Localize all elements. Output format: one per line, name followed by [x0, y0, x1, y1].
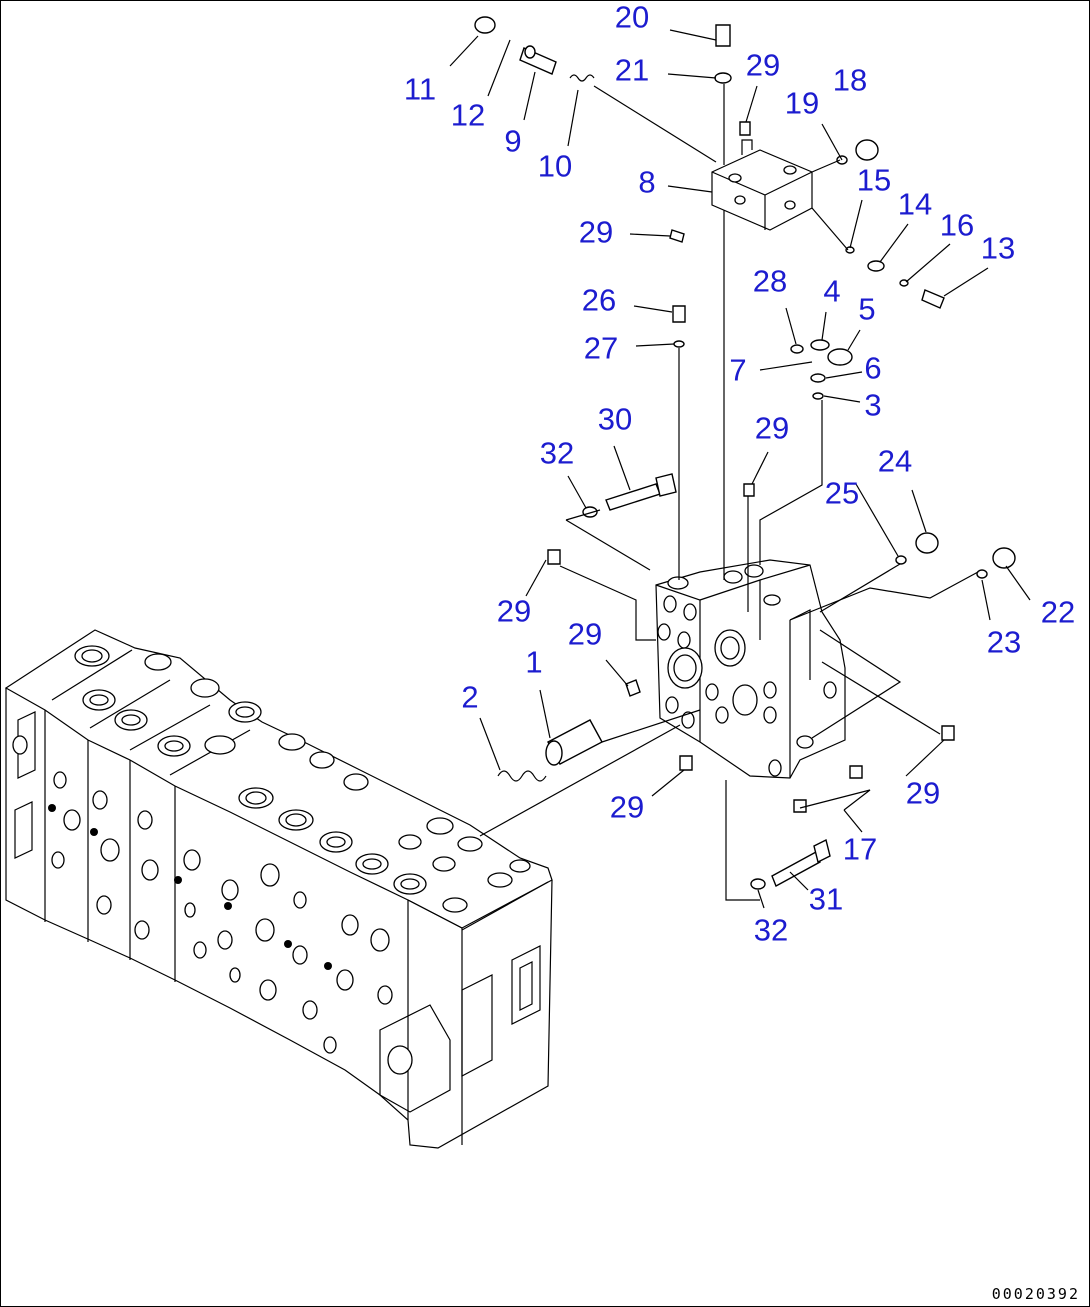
drawing-id: 00020392 [991, 1285, 1080, 1303]
callout-29: 29 [567, 616, 603, 652]
callout-12: 12 [450, 97, 486, 133]
leader-lines [449, 29, 1031, 909]
callout-19: 19 [784, 85, 820, 121]
callout-1: 1 [525, 644, 543, 680]
callout-22: 22 [1040, 594, 1076, 630]
callout-29: 29 [905, 775, 941, 811]
callout-24: 24 [877, 443, 913, 479]
callout-8: 8 [638, 164, 656, 200]
callout-13: 13 [980, 230, 1016, 266]
main-valve-body [4, 629, 553, 1149]
callout-27: 27 [583, 330, 619, 366]
callout-21: 21 [614, 52, 650, 88]
callout-29: 29 [754, 410, 790, 446]
callout-6: 6 [864, 350, 882, 386]
callout-32: 32 [539, 435, 575, 471]
callout-3: 3 [864, 387, 882, 423]
valve-section-block [655, 559, 846, 779]
callout-10: 10 [537, 148, 573, 184]
callout-16: 16 [939, 207, 975, 243]
cover-plate [711, 139, 813, 231]
callout-2: 2 [461, 679, 479, 715]
callout-29: 29 [609, 789, 645, 825]
callout-25: 25 [824, 475, 860, 511]
callout-7: 7 [729, 352, 747, 388]
callout-17: 17 [842, 831, 878, 867]
callout-28: 28 [752, 263, 788, 299]
callout-26: 26 [581, 282, 617, 318]
callout-14: 14 [897, 186, 933, 222]
callout-18: 18 [832, 62, 868, 98]
callout-32: 32 [753, 912, 789, 948]
callout-30: 30 [597, 401, 633, 437]
callout-4: 4 [823, 273, 841, 309]
small-parts [474, 16, 1016, 890]
callout-5: 5 [858, 291, 876, 327]
callout-9: 9 [504, 123, 522, 159]
callout-23: 23 [986, 624, 1022, 660]
callout-31: 31 [808, 881, 844, 917]
callout-20: 20 [614, 0, 650, 35]
callout-15: 15 [856, 162, 892, 198]
callout-29: 29 [745, 47, 781, 83]
callout-11: 11 [403, 71, 437, 107]
callout-29: 29 [496, 593, 532, 629]
callout-29: 29 [578, 214, 614, 250]
